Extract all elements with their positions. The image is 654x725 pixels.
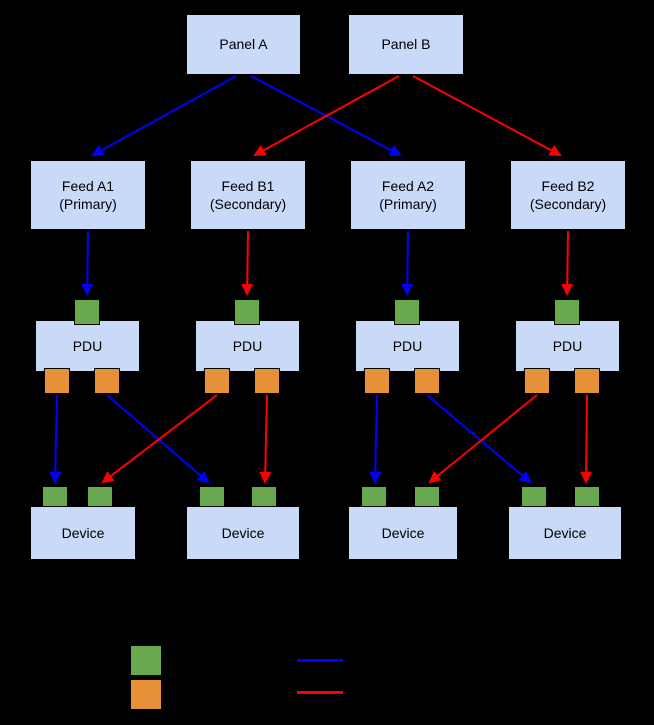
feed-b2-box: Feed B2 (Secondary) xyxy=(510,160,626,230)
pdu-1-output-port-right xyxy=(94,368,120,394)
pdu-4-input-port xyxy=(554,299,580,325)
edge-pdu-2-left-to-device-1-right xyxy=(101,394,218,484)
pdu-4-label: PDU xyxy=(552,337,583,354)
legend-input-port-swatch xyxy=(130,645,162,676)
device-4-label: Device xyxy=(543,524,587,541)
pdu-1-label: PDU xyxy=(72,337,103,354)
feed-b1-sublabel: (Secondary) xyxy=(209,196,287,212)
edge-feed-b1-to-pdu-2 xyxy=(241,230,254,296)
legend-output-port-swatch xyxy=(130,679,162,710)
feed-b2-sublabel: (Secondary) xyxy=(529,196,607,212)
edge-feed-a1-to-pdu-1 xyxy=(81,230,94,296)
panel-b-box: Panel B xyxy=(348,14,464,75)
edge-pdu-1-left-to-device-1-left xyxy=(49,394,62,484)
legend-secondary-path-line xyxy=(297,691,343,694)
feed-a2-sublabel: (Primary) xyxy=(379,196,437,212)
pdu-2-label: PDU xyxy=(232,337,263,354)
device-3-label: Device xyxy=(381,524,425,541)
device-2-box: Device xyxy=(186,506,300,560)
panel-a-box: Panel A xyxy=(186,14,301,75)
edge-panel-b-to-feed-b2 xyxy=(412,75,562,156)
pdu-2-output-port-left xyxy=(204,368,230,394)
edge-feed-a2-to-pdu-3 xyxy=(401,230,414,296)
device-1-label: Device xyxy=(61,524,105,541)
edge-pdu-2-right-to-device-2-right xyxy=(259,394,272,484)
pdu-2-box: PDU xyxy=(195,320,300,372)
pdu-2-output-port-right xyxy=(254,368,280,394)
pdu-3-box: PDU xyxy=(355,320,460,372)
feed-a1-box: Feed A1 (Primary) xyxy=(30,160,146,230)
edge-pdu-1-right-to-device-2-left xyxy=(106,394,210,484)
pdu-4-box: PDU xyxy=(515,320,620,372)
pdu-3-input-port xyxy=(394,299,420,325)
pdu-4-output-port-right xyxy=(574,368,600,394)
legend-primary-path-line xyxy=(297,659,343,662)
pdu-2-input-port xyxy=(234,299,260,325)
device-1-box: Device xyxy=(30,506,136,560)
feed-a1-label: Feed A1 xyxy=(61,177,115,194)
feed-b1-label: Feed B1 xyxy=(221,177,275,194)
edge-panel-a-to-feed-a2 xyxy=(250,75,402,156)
feed-a1-sublabel: (Primary) xyxy=(59,196,117,212)
edge-pdu-4-left-to-device-3-right xyxy=(428,394,538,484)
device-3-box: Device xyxy=(348,506,458,560)
feed-b2-label: Feed B2 xyxy=(541,177,595,194)
edge-panel-a-to-feed-a1 xyxy=(91,75,237,156)
edge-feed-b2-to-pdu-4 xyxy=(561,230,574,296)
pdu-1-output-port-left xyxy=(44,368,70,394)
edge-pdu-4-right-to-device-4-right xyxy=(580,394,593,484)
panel-a-label: Panel A xyxy=(219,36,268,53)
pdu-3-output-port-right xyxy=(414,368,440,394)
edge-panel-b-to-feed-b1 xyxy=(253,75,400,156)
device-2-label: Device xyxy=(221,524,265,541)
pdu-4-output-port-left xyxy=(524,368,550,394)
pdu-1-box: PDU xyxy=(35,320,140,372)
device-4-box: Device xyxy=(508,506,622,560)
pdu-1-input-port xyxy=(74,299,100,325)
feed-a2-box: Feed A2 (Primary) xyxy=(350,160,466,230)
pdu-3-output-port-left xyxy=(364,368,390,394)
panel-b-label: Panel B xyxy=(381,36,431,53)
feed-b1-box: Feed B1 (Secondary) xyxy=(190,160,306,230)
edge-pdu-3-right-to-device-4-left xyxy=(426,394,532,484)
feed-a2-label: Feed A2 xyxy=(381,177,435,194)
edge-pdu-3-left-to-device-3-left xyxy=(369,394,382,484)
pdu-3-label: PDU xyxy=(392,337,423,354)
